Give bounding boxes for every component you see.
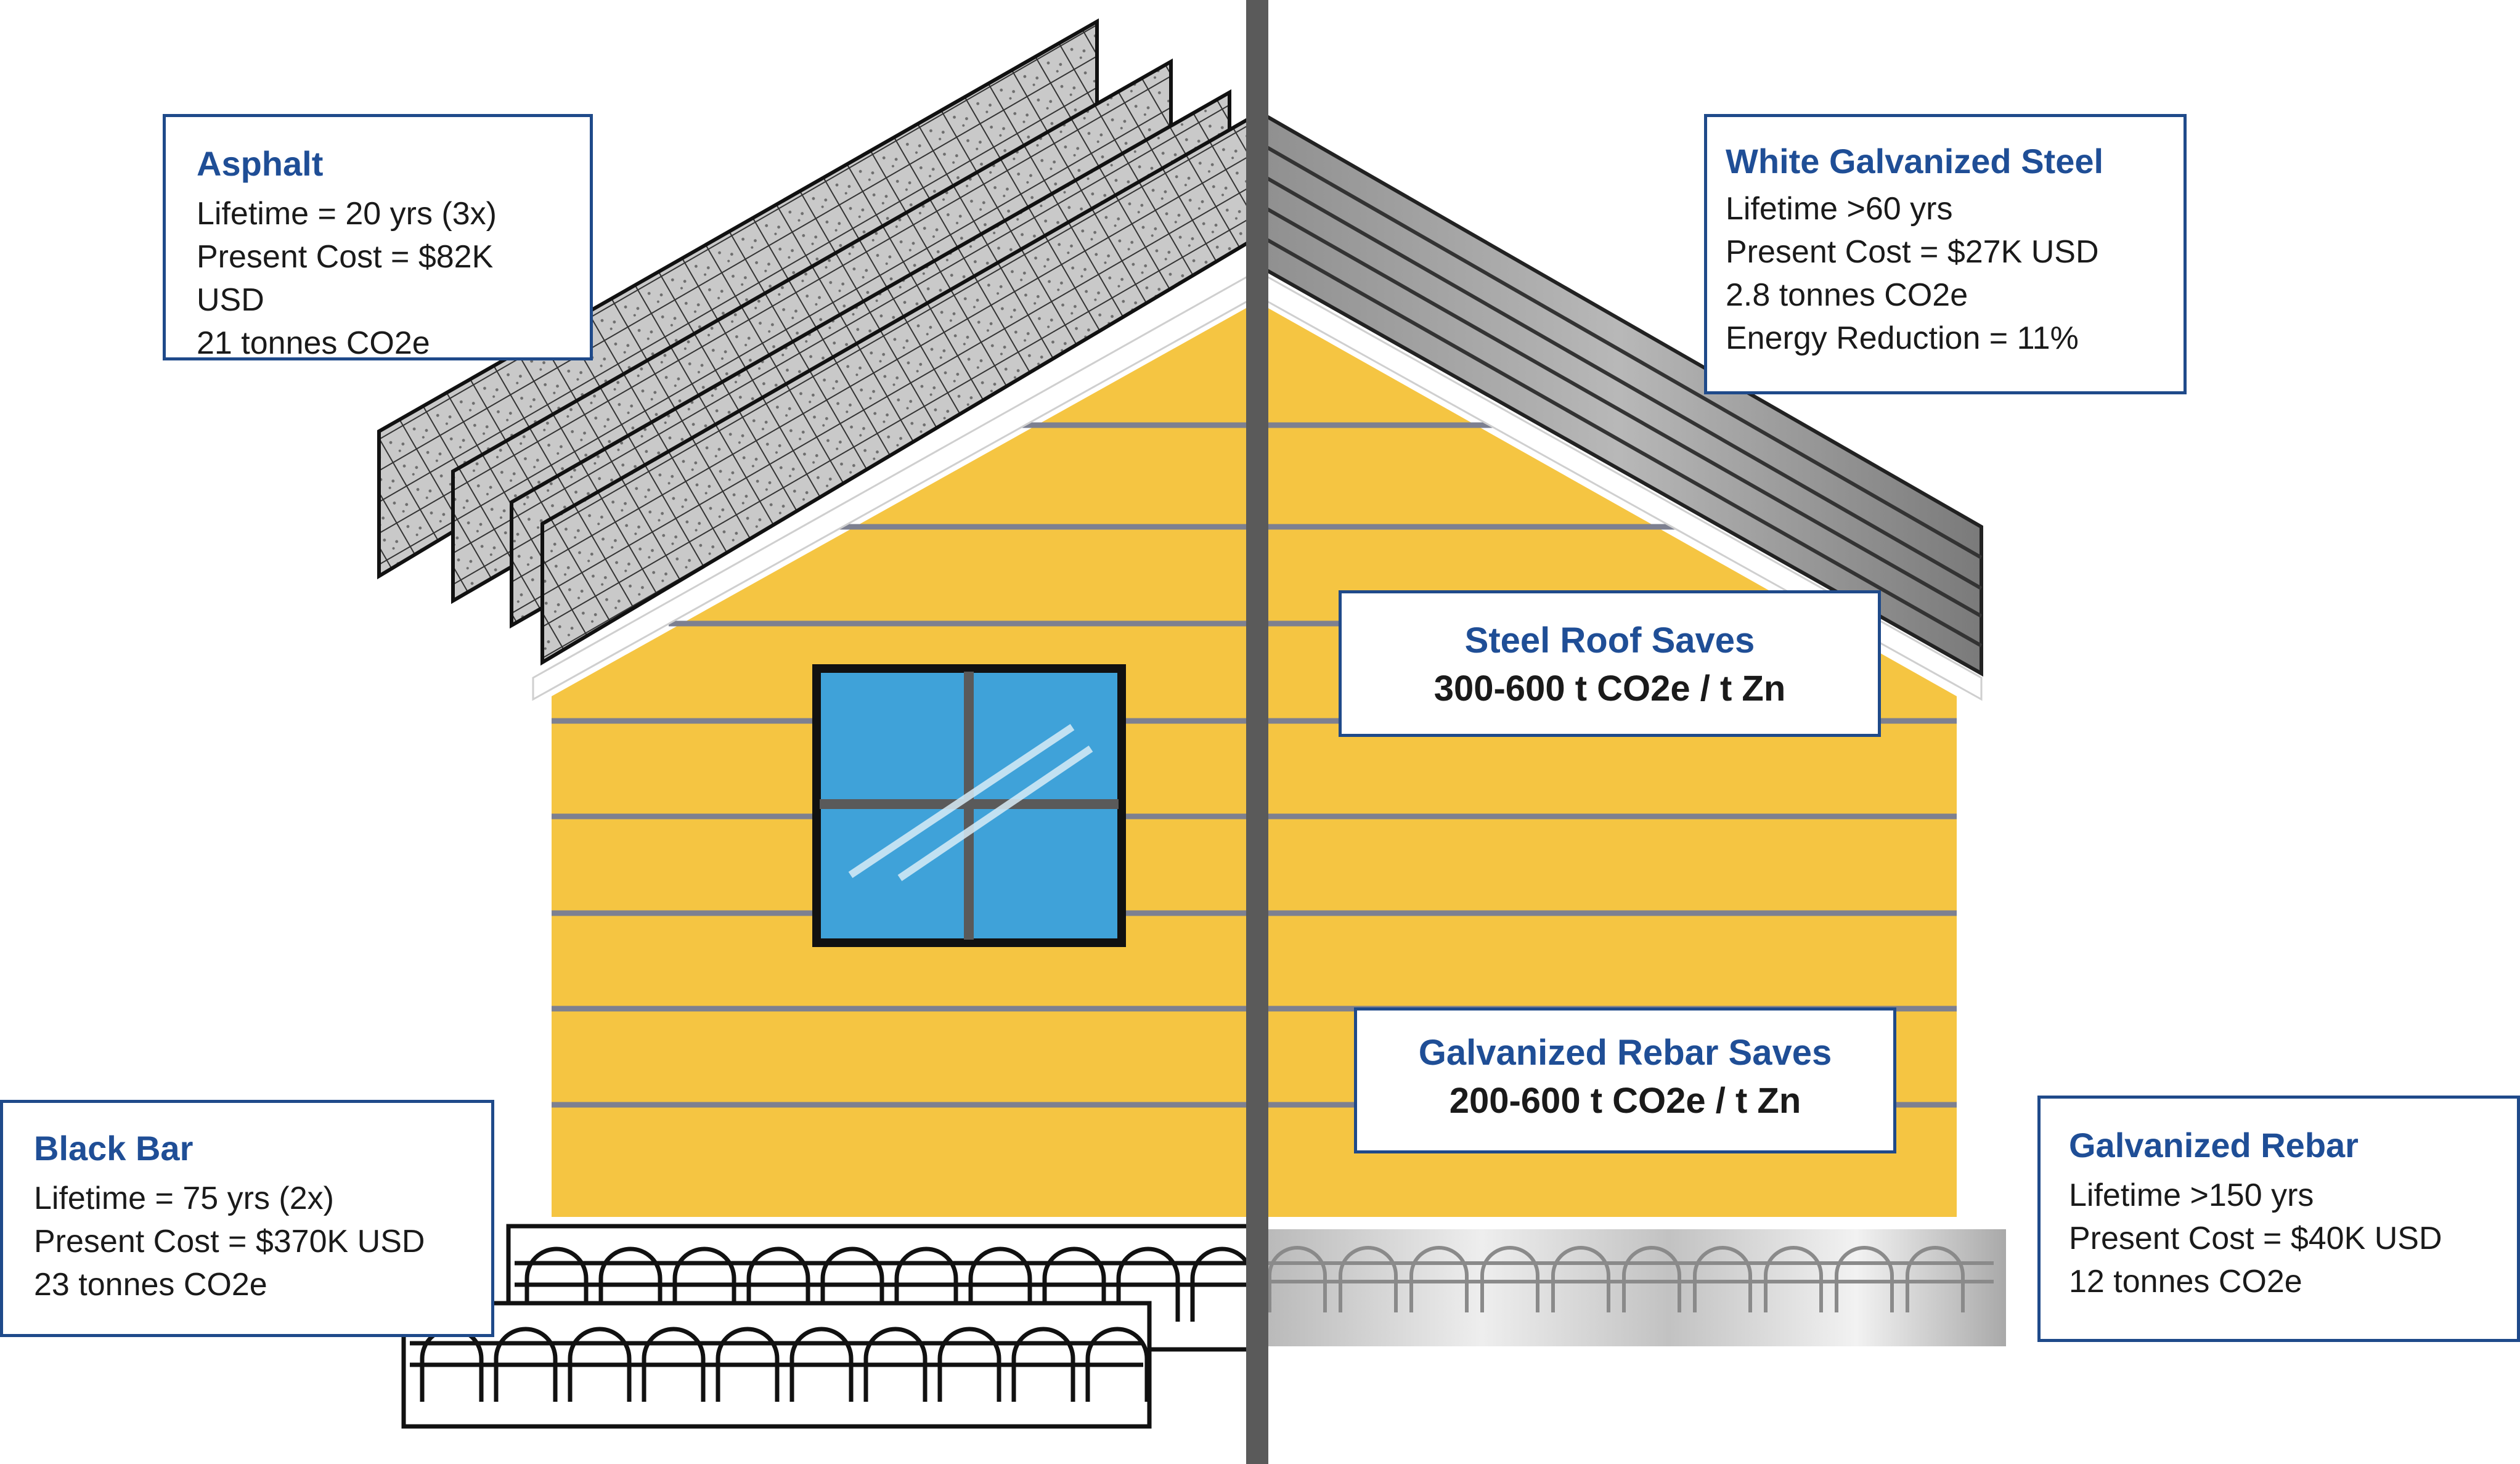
roof-savings-box: Steel Roof Saves 300-600 t CO2e / t Zn <box>1339 590 1881 737</box>
savings-value: 300-600 t CO2e / t Zn <box>1433 669 1786 709</box>
black-rebar-icon <box>401 1224 1260 1429</box>
callout-line: Lifetime = 75 yrs (2x) <box>34 1181 334 1217</box>
callout-line: Energy Reduction = 11% <box>1726 320 2079 357</box>
callout-line: 2.8 tonnes CO2e <box>1726 277 1968 314</box>
savings-value: 200-600 t CO2e / t Zn <box>1449 1081 1801 1121</box>
callout-line: Present Cost = $40K USD <box>2069 1221 2442 1257</box>
callout-title: Galvanized Rebar <box>2069 1126 2359 1165</box>
asphalt-callout: Asphalt Lifetime = 20 yrs (3x) Present C… <box>163 114 593 361</box>
callout-title: Black Bar <box>34 1129 194 1168</box>
savings-title: Steel Roof Saves <box>1464 620 1755 661</box>
savings-title: Galvanized Rebar Saves <box>1418 1033 1832 1073</box>
callout-line: Present Cost = $370K USD <box>34 1224 425 1260</box>
callout-title: Asphalt <box>197 144 324 183</box>
callout-line: 12 tonnes CO2e <box>2069 1264 2302 1300</box>
asphalt-shingle-icon <box>377 18 1259 666</box>
galvanized-rebar-callout: Galvanized Rebar Lifetime >150 yrs Prese… <box>2037 1096 2520 1342</box>
galvanized-rebar-icon <box>1257 1229 2006 1346</box>
callout-line: Present Cost = $27K USD <box>1726 234 2099 270</box>
callout-line: 21 tonnes CO2e <box>197 325 430 362</box>
callout-line: Present Cost = $82K USD <box>197 239 494 319</box>
callout-line: Lifetime >60 yrs <box>1726 191 1953 227</box>
black-bar-callout: Black Bar Lifetime = 75 yrs (2x) Present… <box>0 1100 494 1337</box>
center-divider <box>1246 0 1268 1464</box>
rebar-savings-box: Galvanized Rebar Saves 200-600 t CO2e / … <box>1354 1007 1896 1153</box>
callout-title: White Galvanized Steel <box>1726 142 2104 181</box>
steel-callout: White Galvanized Steel Lifetime >60 yrs … <box>1704 114 2187 394</box>
window-icon <box>812 664 1126 947</box>
callout-line: Lifetime = 20 yrs (3x) <box>197 196 497 232</box>
callout-line: 23 tonnes CO2e <box>34 1267 267 1303</box>
callout-line: Lifetime >150 yrs <box>2069 1177 2314 1214</box>
